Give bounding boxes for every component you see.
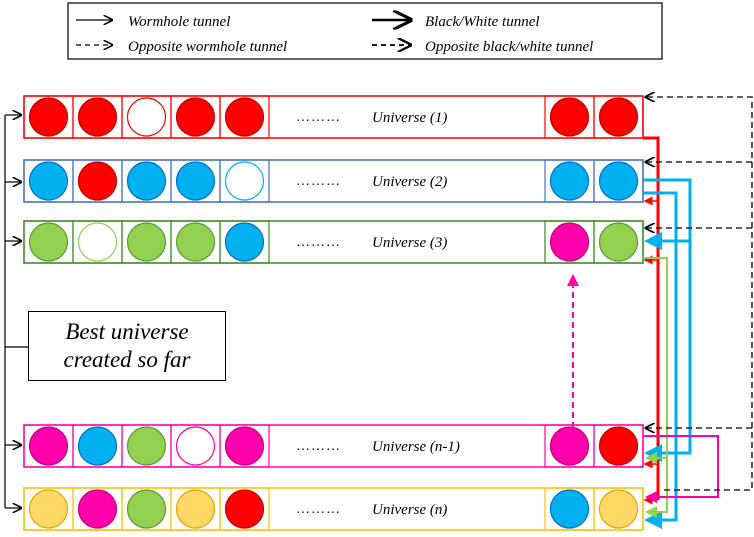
universe-row: ……… Universe (2)	[23, 159, 644, 203]
universe-object-2	[126, 97, 167, 137]
universe-object-tail-0	[549, 97, 590, 137]
universe-cell	[219, 424, 270, 468]
universe-label: Universe (2)	[372, 174, 447, 190]
universe-object-tail-1	[598, 489, 639, 529]
universe-label: Universe (n)	[372, 502, 447, 518]
universe-object-tail-1	[598, 97, 639, 137]
universe-object-1	[77, 489, 118, 529]
opposite-black-white-tunnels	[646, 97, 753, 491]
ellipsis: ………	[296, 174, 341, 189]
universe-object-3	[175, 161, 216, 201]
black-white-tunnels	[567, 136, 719, 529]
universe-object-0	[28, 426, 69, 466]
universe-object-1	[77, 222, 118, 262]
ellipsis: ………	[296, 439, 341, 454]
universe-cell	[593, 220, 644, 264]
universe-label: Universe (n-1)	[372, 439, 460, 455]
ellipsis: ………	[296, 110, 341, 125]
universe-object-tail-0	[549, 161, 590, 201]
universe-object-0	[28, 97, 69, 137]
universe-cell	[593, 95, 644, 139]
universe-object-4	[224, 97, 265, 137]
black-white-legend-label: Black/White tunnel	[425, 14, 540, 30]
universe-label: Universe (3)	[372, 235, 447, 251]
universe-object-tail-1	[598, 161, 639, 201]
universe-object-4	[224, 489, 265, 529]
universe-object-tail-0	[549, 222, 590, 262]
universe-object-1	[77, 97, 118, 137]
universe-object-3	[175, 97, 216, 137]
universe-object-tail-1	[598, 222, 639, 262]
universe-cell	[219, 487, 270, 531]
universe-object-1	[77, 161, 118, 201]
universe-object-tail-1	[598, 426, 639, 466]
universe-cell	[219, 159, 270, 203]
universe-object-3	[175, 426, 216, 466]
universe-object-3	[175, 489, 216, 529]
universe-object-3	[175, 222, 216, 262]
universe-cell	[593, 487, 644, 531]
opposite-wormhole-legend-label: Opposite wormhole tunnel	[128, 39, 287, 55]
universe-row: ……… Universe (1)	[23, 95, 644, 139]
universe-object-1	[77, 426, 118, 466]
universe-object-tail-0	[549, 489, 590, 529]
opposite-black-white-legend-label: Opposite black/white tunnel	[425, 39, 593, 55]
universe-object-2	[126, 489, 167, 529]
universe-object-4	[224, 222, 265, 262]
ellipsis: ………	[296, 502, 341, 517]
universe-object-0	[28, 222, 69, 262]
universe-object-2	[126, 222, 167, 262]
legend: Wormhole tunnel Opposite wormhole tunnel…	[67, 2, 663, 60]
universe-row: ……… Universe (3)	[23, 220, 644, 264]
legend-box	[67, 2, 663, 60]
universe-object-tail-0	[549, 426, 590, 466]
universe-object-4	[224, 426, 265, 466]
universe-object-2	[126, 426, 167, 466]
universe-row: ……… Universe (n)	[23, 487, 644, 531]
universe-cell	[219, 95, 270, 139]
best-universe-line2: created so far	[63, 347, 191, 372]
universe-label: Universe (1)	[372, 110, 447, 126]
universe-row: ……… Universe (n-1)	[23, 424, 644, 468]
universe-object-0	[28, 489, 69, 529]
universe-object-4	[224, 161, 265, 201]
best-universe-box: Best universe created so far	[28, 311, 226, 381]
ellipsis: ………	[296, 235, 341, 250]
wormhole-legend-label: Wormhole tunnel	[128, 14, 230, 30]
universe-object-2	[126, 161, 167, 201]
universe-object-0	[28, 161, 69, 201]
best-universe-connector	[4, 115, 28, 508]
universe-cell	[219, 220, 270, 264]
universe-cell	[593, 424, 644, 468]
best-universe-line1: Best universe	[65, 319, 189, 344]
